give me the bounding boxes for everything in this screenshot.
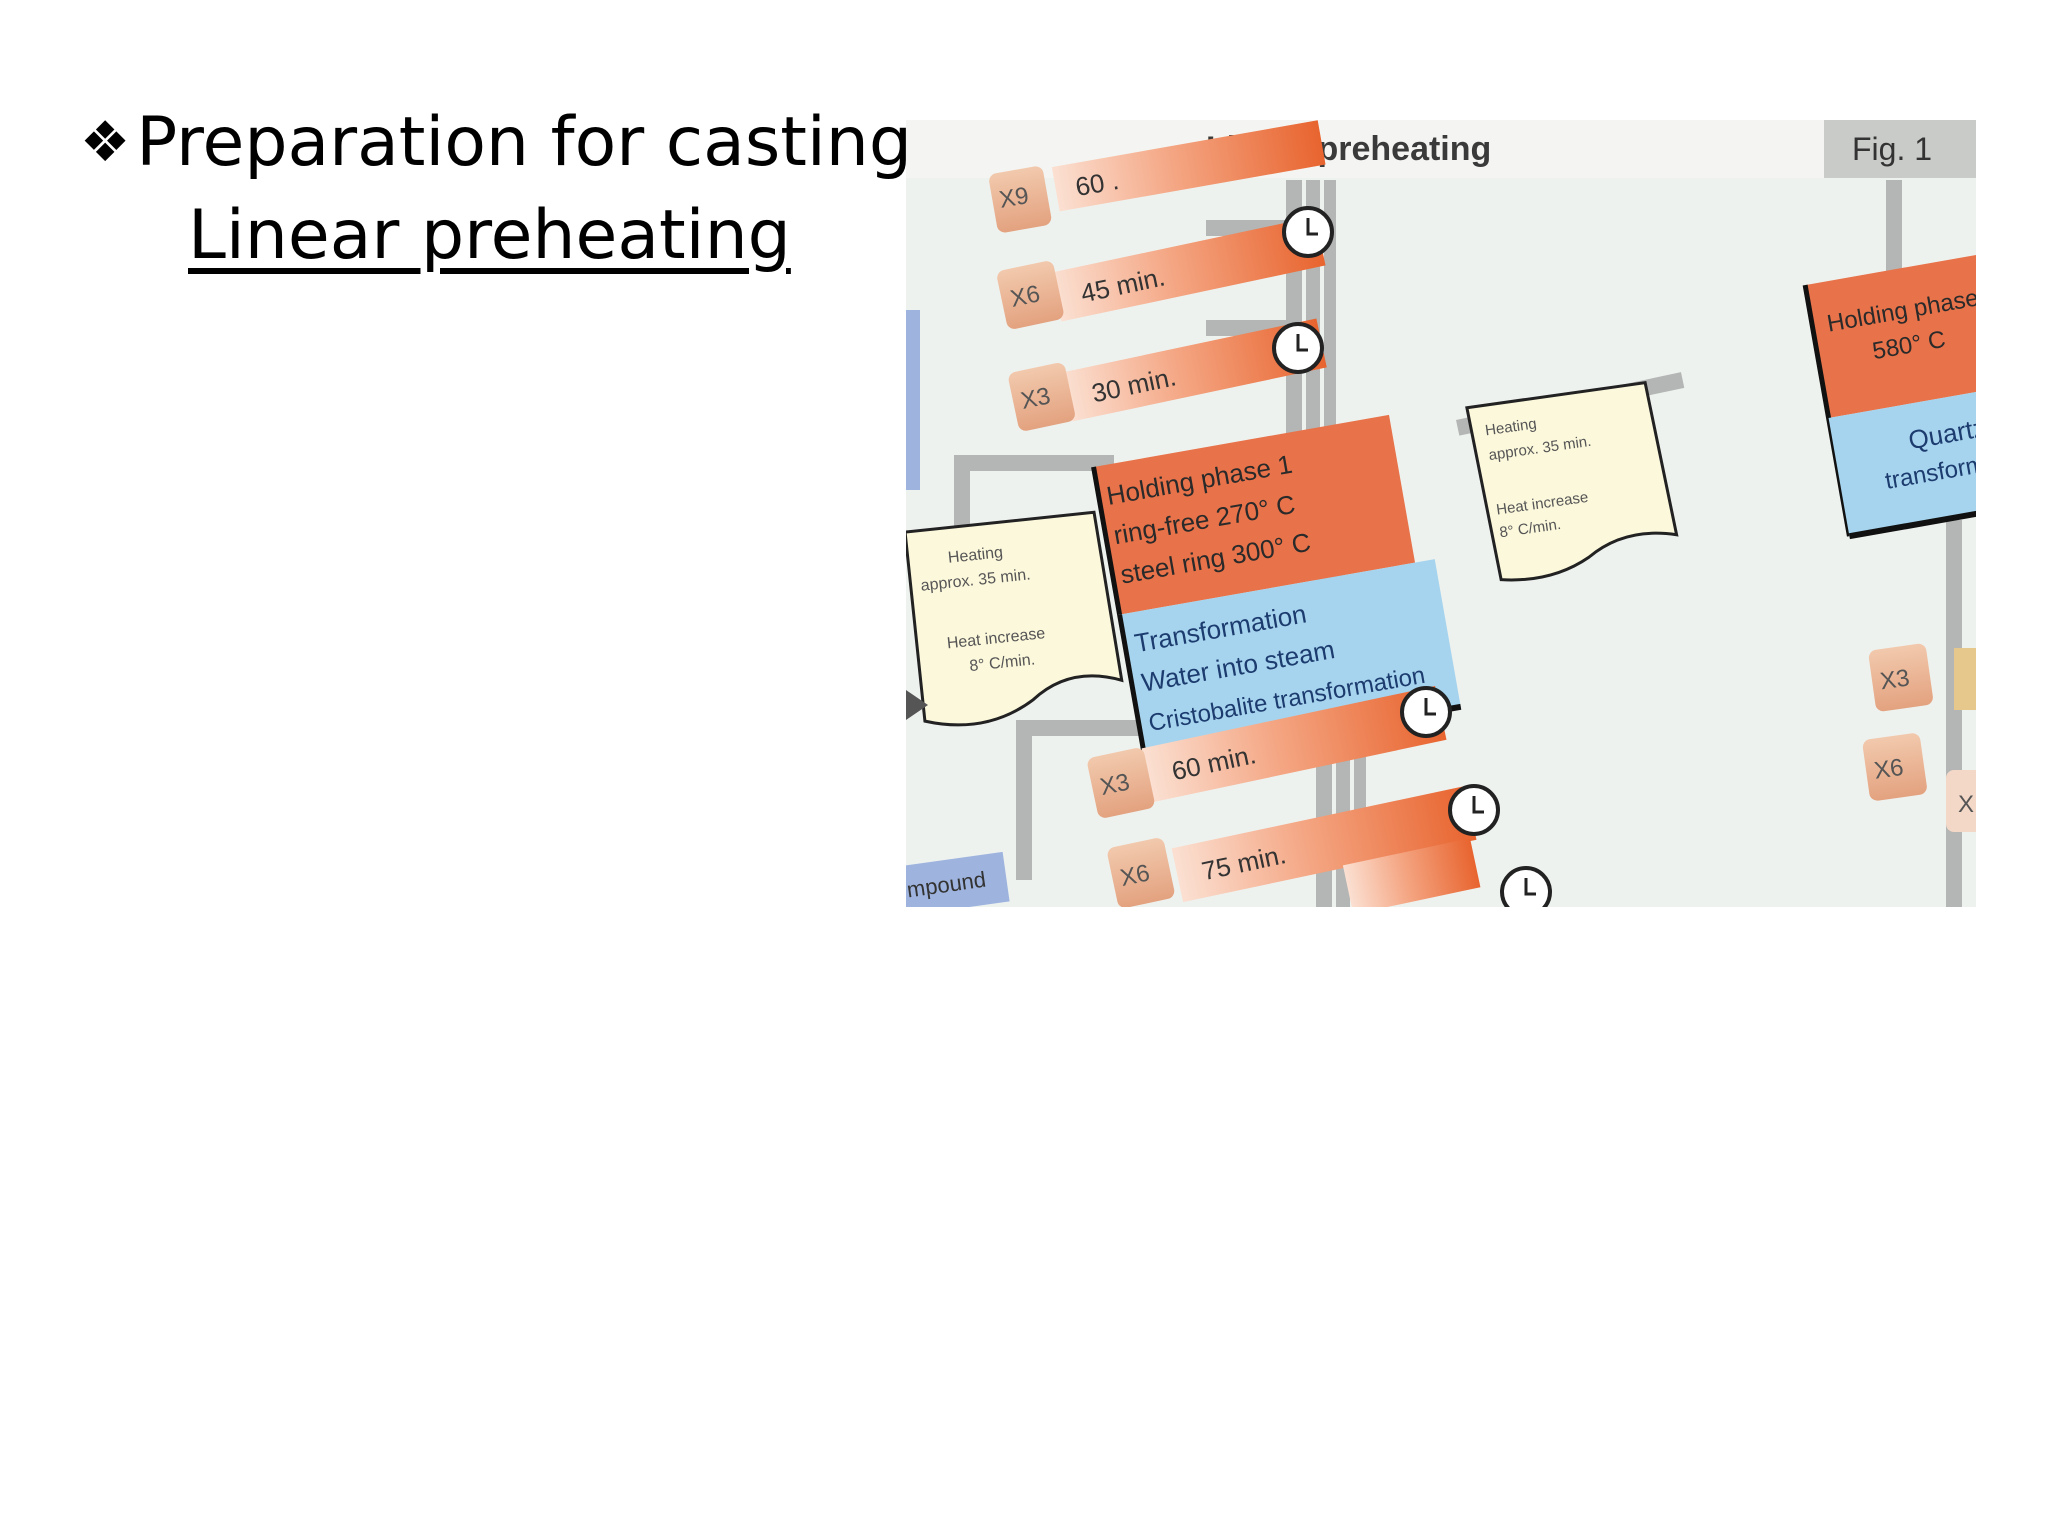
svg-text:X: X <box>1958 791 1974 818</box>
heating-note-left: Heating approx. 35 min. Heat increase 8°… <box>906 510 1124 727</box>
cylinder-x3-top: X3 <box>1008 362 1075 431</box>
cylinder-x3-mid: X3 <box>1087 748 1155 818</box>
time-bar-60: 60 min. <box>1141 685 1447 803</box>
diamond-bullet-icon: ❖ <box>80 110 131 175</box>
cylinder-x6-top: X6 <box>997 261 1064 329</box>
arrow-left-icon <box>906 690 928 720</box>
left-edge-block <box>906 310 920 490</box>
fig-label: Fig. 1 <box>1852 131 1932 167</box>
svg-text:8° C/min.: 8° C/min. <box>969 651 1036 675</box>
svg-text:X3: X3 <box>1098 769 1132 802</box>
bullet-text: Preparation for casting <box>136 103 913 182</box>
diagram-svg: mpound Linear preheating Fig. 1 60 . X9 … <box>906 120 1976 907</box>
clock-icon <box>1448 784 1500 836</box>
cylinder-x9: X9 <box>989 166 1052 233</box>
svg-text:X6: X6 <box>1872 754 1905 785</box>
cylinder-x6-right: X6 <box>1862 733 1927 801</box>
time-bar-75: 75 min. <box>1171 785 1477 903</box>
clock-icon <box>1400 686 1452 738</box>
clock-icon <box>1282 206 1334 258</box>
svg-text:X3: X3 <box>1019 382 1053 415</box>
cylinder-x3-right: X3 <box>1868 643 1933 712</box>
time-bar-top-cut: 60 . <box>1051 120 1326 212</box>
heating-note-mid: Heating approx. 35 min. Heat increase 8°… <box>1465 381 1679 582</box>
bullet-item: ❖ Preparation for casting <box>80 100 912 186</box>
subtitle-link: Linear preheating <box>188 196 791 275</box>
quartz-block: Quartz transform <box>1828 386 1976 540</box>
slide-text: ❖ Preparation for casting Linear preheat… <box>80 100 912 286</box>
svg-text:X6: X6 <box>1118 859 1152 892</box>
svg-text:Heating: Heating <box>947 544 1004 567</box>
holding-phase-1-block: Holding phase 1 ring-free 270° C steel r… <box>1091 414 1416 616</box>
holding-phase-2-block: Holding phase 580° C <box>1802 253 1976 537</box>
linear-preheating-figure: mpound Linear preheating Fig. 1 60 . X9 … <box>906 120 1976 907</box>
time-bar-bottom-cut <box>1342 838 1481 907</box>
figure-background <box>906 120 1976 907</box>
svg-text:X3: X3 <box>1878 664 1911 695</box>
svg-text:60 .: 60 . <box>1073 165 1121 202</box>
fig-label-box <box>1824 120 1976 178</box>
clock-icon <box>1500 866 1552 907</box>
svg-text:X9: X9 <box>997 182 1031 214</box>
time-bar-45: 45 min. <box>1051 216 1326 322</box>
time-bar-30: 30 min. <box>1062 318 1327 422</box>
cylinder-right-cut <box>1954 648 1976 710</box>
compound-tag: mpound <box>906 851 1010 907</box>
svg-text:X6: X6 <box>1008 280 1042 313</box>
clock-icon <box>1272 322 1324 374</box>
cylinder-x6-mid: X6 <box>1107 838 1175 907</box>
cylinder-x-right: X <box>1946 770 1976 832</box>
